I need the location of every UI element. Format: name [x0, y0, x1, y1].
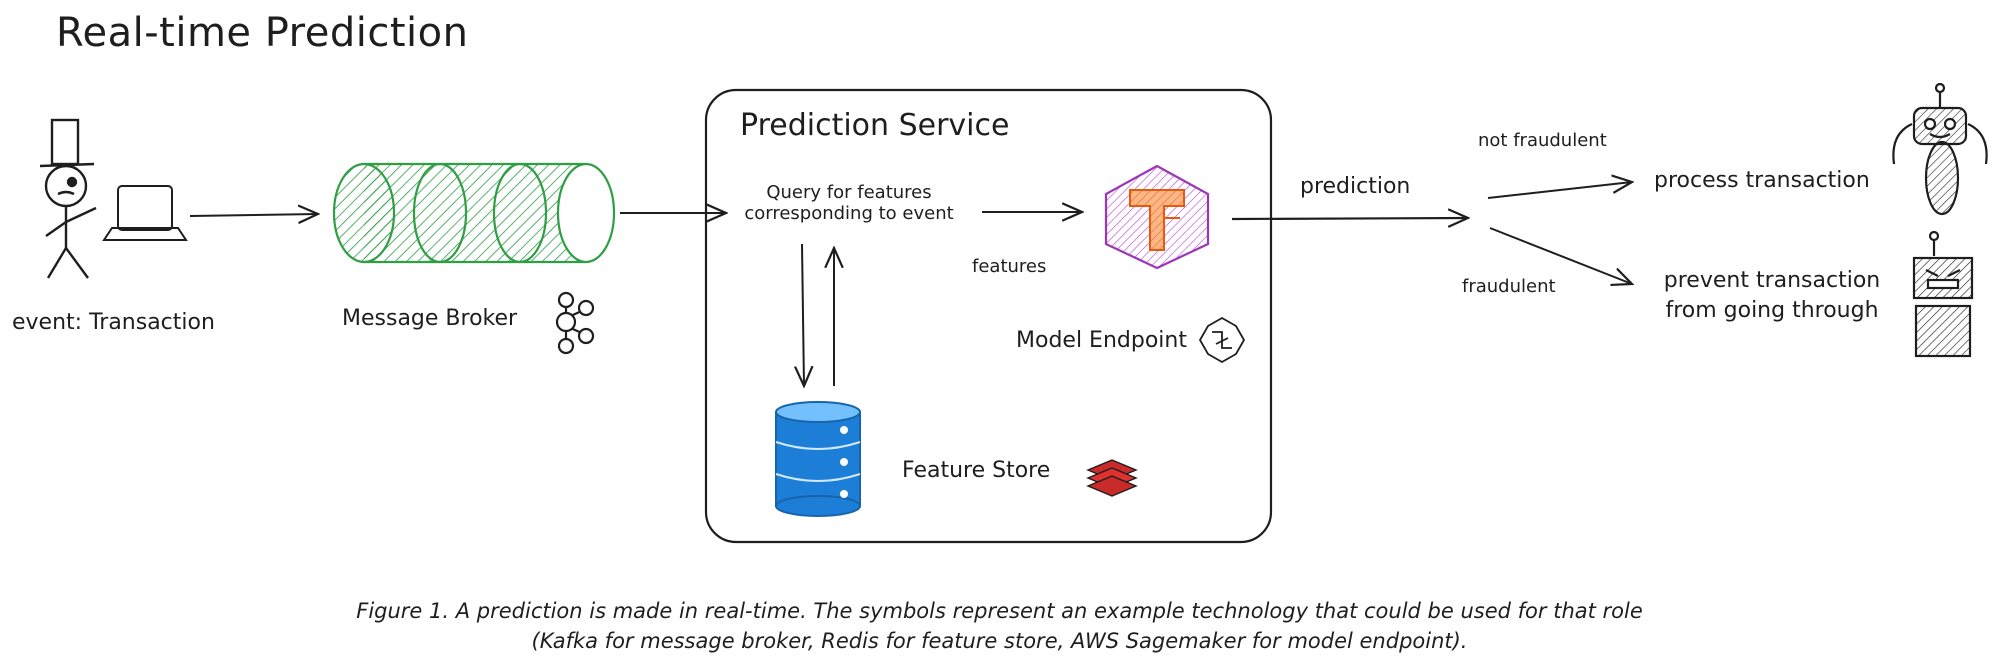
robot-angry-icon — [1912, 230, 1974, 358]
arrow-prediction — [1231, 218, 1468, 219]
robot-happy-icon — [1892, 82, 1988, 216]
caption-line1: Figure 1. A prediction is made in real-t… — [356, 599, 1643, 623]
tensorflow-icon — [1104, 164, 1210, 270]
arrow-event-to-broker — [189, 214, 318, 216]
sagemaker-icon — [1198, 316, 1246, 364]
kafka-icon — [555, 291, 595, 355]
model-endpoint-label: Model Endpoint — [1016, 328, 1187, 353]
arrow-fraudulent — [1489, 227, 1632, 284]
broker-label: Message Broker — [342, 306, 518, 331]
figure-caption: Figure 1. A prediction is made in real-t… — [0, 596, 1999, 656]
prevent-line1: prevent transaction — [1663, 268, 1881, 293]
prevent-line2: from going through — [1665, 298, 1879, 323]
prevent-transaction-label: prevent transaction from going through — [1636, 266, 1908, 326]
database-icon — [775, 401, 861, 517]
redis-icon — [1086, 459, 1138, 497]
message-broker-cylinder — [332, 162, 616, 264]
features-label: features — [972, 256, 1047, 277]
event-label: event: Transaction — [12, 310, 215, 335]
feature-store-label: Feature Store — [902, 458, 1051, 483]
query-label: Query for features corresponding to even… — [734, 182, 964, 224]
arrow-query-to-store — [802, 243, 804, 386]
not-fraudulent-label: not fraudulent — [1478, 130, 1607, 151]
process-transaction-label: process transaction — [1654, 168, 1870, 193]
prediction-label: prediction — [1300, 174, 1411, 199]
caption-line2: (Kafka for message broker, Redis for fea… — [531, 629, 1468, 653]
fraudulent-label: fraudulent — [1462, 276, 1556, 297]
prediction-service-box — [704, 88, 1273, 544]
prediction-service-title: Prediction Service — [740, 108, 1010, 143]
person-icon — [39, 118, 97, 279]
page-title: Real-time Prediction — [56, 10, 469, 56]
arrow-not-fraudulent — [1487, 182, 1632, 199]
query-label-line2: corresponding to event — [744, 203, 954, 224]
query-label-line1: Query for features — [766, 182, 932, 203]
laptop-icon — [102, 185, 188, 241]
